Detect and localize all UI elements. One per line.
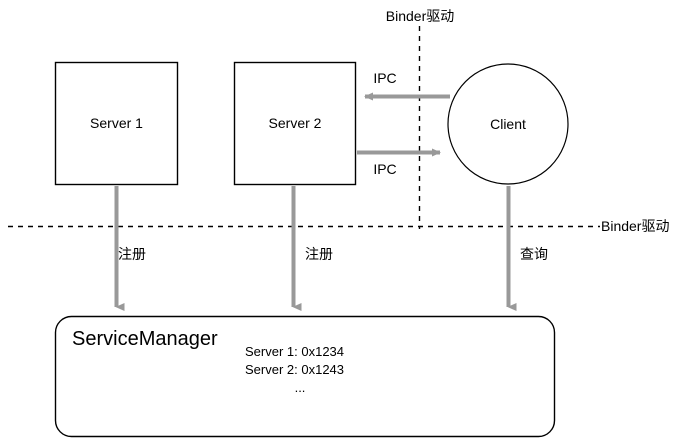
edge-server1-register-label: 注册 <box>118 246 146 262</box>
node-servicemanager-shape[interactable] <box>54 315 556 438</box>
servicemanager-title: ServiceManager <box>72 328 218 350</box>
node-server1-label: Server 1 <box>90 115 143 131</box>
edge-client-query-label: 查询 <box>520 246 548 262</box>
node-server1-shape[interactable] <box>54 61 179 186</box>
node-client-label: Client <box>490 116 526 132</box>
servicemanager-entry-list: Server 1: 0x1234 Server 2: 0x1243 ... <box>245 343 355 397</box>
edge-server2-register-label: 注册 <box>305 246 333 262</box>
node-client-shape[interactable] <box>447 63 569 185</box>
horizontal-binder-boundary-label: Binder驱动 <box>601 218 670 234</box>
node-server2-label: Server 2 <box>268 115 322 131</box>
servicemanager-entry: Server 2: 0x1243 <box>245 362 345 377</box>
servicemanager-entries-ellipsis: ... <box>294 380 306 395</box>
vertical-binder-boundary-label: Binder驱动 <box>385 8 455 24</box>
edge-server2-to-client-label: IPC <box>373 161 397 177</box>
servicemanager-entry: Server 1: 0x1234 <box>245 344 345 359</box>
edge-client-to-server2-label: IPC <box>373 70 397 86</box>
node-server2-shape[interactable] <box>233 61 357 186</box>
